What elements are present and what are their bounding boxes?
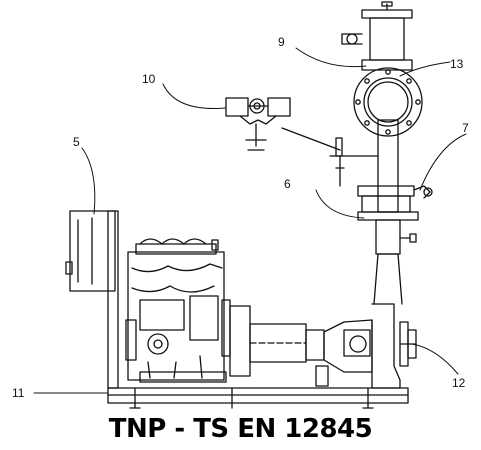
discharge-flange xyxy=(353,67,423,137)
check-valve xyxy=(357,185,433,213)
gate-valve xyxy=(341,1,413,71)
base-frame xyxy=(107,387,409,409)
callout-13: 13 xyxy=(450,57,464,71)
diesel-engine xyxy=(125,238,231,383)
leader-lines xyxy=(33,47,467,394)
control-panel xyxy=(65,210,119,389)
coupling xyxy=(229,305,329,387)
pressure-switch-assembly xyxy=(225,97,379,187)
callout-9: 9 xyxy=(278,35,285,49)
standard-caption: TNP - TS EN 12845 xyxy=(108,414,373,444)
callout-5: 5 xyxy=(73,135,80,149)
callout-11: 11 xyxy=(12,386,25,400)
callout-12: 12 xyxy=(452,376,466,390)
flange-bolts xyxy=(355,69,421,135)
callout-labels: 5 6 7 9 10 11 12 13 xyxy=(12,35,469,400)
callout-7: 7 xyxy=(462,121,469,135)
callout-10: 10 xyxy=(142,72,156,86)
callout-6: 6 xyxy=(284,177,291,191)
main-pump xyxy=(323,303,417,389)
